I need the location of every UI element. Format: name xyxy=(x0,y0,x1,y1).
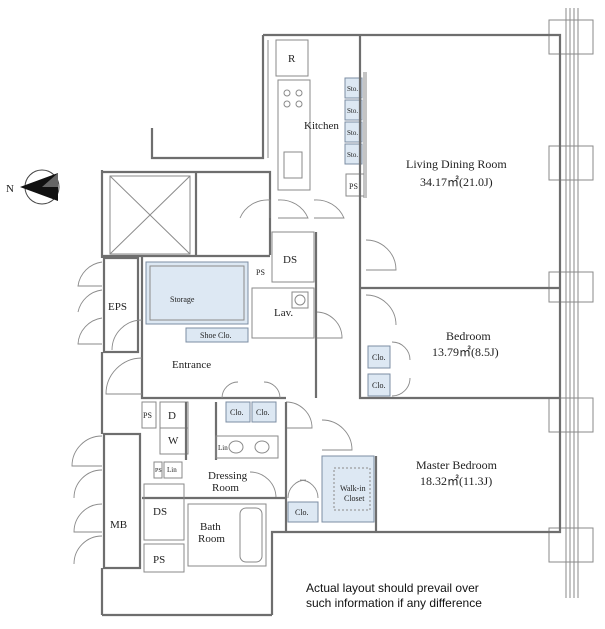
storage-kitchen-1: Sto. xyxy=(347,85,358,93)
living-room-area: 34.17㎡(21.0J) xyxy=(420,175,493,189)
closet-bed1-label: Clo. xyxy=(372,353,386,362)
walkin-label: Walk-in xyxy=(340,484,366,493)
compass: N xyxy=(6,169,60,205)
bedroom-area: Clo. Clo. xyxy=(367,341,411,397)
eps-label: EPS xyxy=(108,301,127,313)
dressing-label-2: Room xyxy=(212,482,239,494)
disclaimer-line-2: such information if any difference xyxy=(306,596,482,610)
lavatory-label: Lav. xyxy=(274,307,293,319)
closet-b-label: Clo. xyxy=(256,408,270,417)
ds-bottom-label: DS xyxy=(153,506,167,518)
master-bedroom-area: 18.32㎡(11.3J) xyxy=(420,474,492,488)
ds-top-label: DS xyxy=(283,254,297,266)
storage-kitchen-4: Sto. xyxy=(347,151,358,159)
entrance-label: Entrance xyxy=(172,359,211,371)
balcony xyxy=(548,8,594,598)
washer-d-label: D xyxy=(168,410,176,422)
bath-room-label-2: Room xyxy=(198,533,225,545)
kitchen-area: R Kitchen Sto. Sto. Sto. Sto. PS xyxy=(275,39,367,198)
living-room-label: Living Dining Room xyxy=(406,157,507,171)
eps-area: EPS xyxy=(77,256,140,354)
master-bedroom-label: Master Bedroom xyxy=(416,458,498,472)
closet-a-label: Clo. xyxy=(230,408,244,417)
storage-kitchen-2: Sto. xyxy=(347,107,358,115)
storage-kitchen-3: Sto. xyxy=(347,129,358,137)
disclaimer-line-1: Actual layout should prevail over xyxy=(306,581,479,595)
interior-walls xyxy=(314,35,560,400)
walkin-label-2: Closet xyxy=(344,494,365,503)
doors-upper xyxy=(239,199,397,326)
ps-small-label: PS xyxy=(155,468,162,474)
closet-master-label: Clo. xyxy=(295,508,309,517)
ps-bottom-label: PS xyxy=(153,554,165,566)
closet-bed2-label: Clo. xyxy=(372,381,386,390)
north-arrow-icon xyxy=(20,173,58,201)
bedroom-label: Bedroom xyxy=(446,329,491,343)
linen-2-label: Lin xyxy=(167,466,177,474)
ps-kitchen-label: PS xyxy=(349,182,358,191)
dressing-label: Dressing xyxy=(208,470,248,482)
washer-w-label: W xyxy=(168,435,179,447)
kitchen-label: Kitchen xyxy=(304,120,339,132)
mb-label: MB xyxy=(110,519,127,531)
compass-north-label: N xyxy=(6,183,14,195)
refrigerator-label: R xyxy=(288,53,296,65)
exterior-walls xyxy=(100,33,562,617)
bedroom-area: 13.79㎡(8.5J) xyxy=(432,345,499,359)
storage-label: Storage xyxy=(170,295,195,304)
linen-1-label: Lin xyxy=(218,444,228,452)
shoe-closet-label: Shoe Clo. xyxy=(200,331,232,340)
bath-room-label: Bath xyxy=(200,521,221,533)
mb-area: MB xyxy=(71,432,142,570)
shaft xyxy=(102,170,272,258)
ps-left-label: PS xyxy=(143,411,152,420)
ps-mid-label: PS xyxy=(256,268,265,277)
